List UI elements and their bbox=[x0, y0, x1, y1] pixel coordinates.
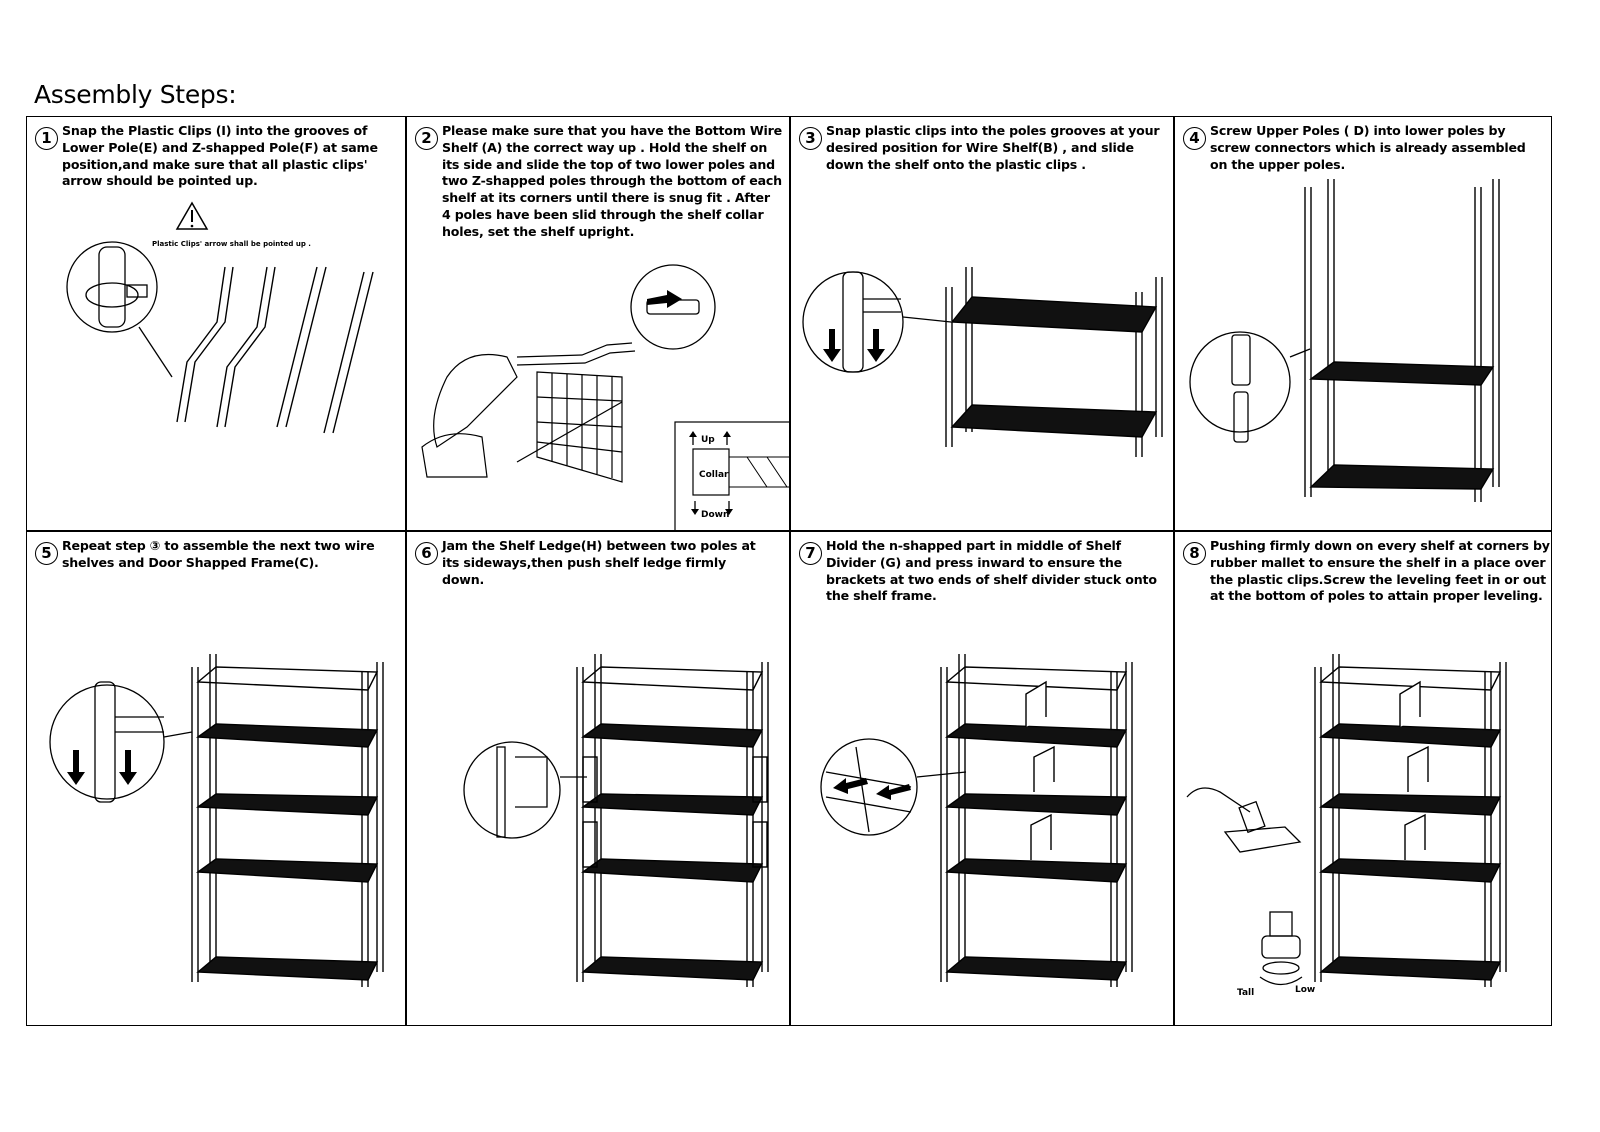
step-5-illustration bbox=[49, 654, 384, 987]
arrow-down-icon bbox=[67, 750, 137, 785]
collar-label: Collar bbox=[699, 470, 729, 480]
arrow-down-icon bbox=[823, 329, 885, 362]
step-8-panel: 8 Pushing firmly down on every shelf at … bbox=[1174, 531, 1552, 1026]
arrow-right-icon bbox=[647, 290, 682, 308]
two-shelf-unit bbox=[945, 267, 1163, 457]
step-7-text: Hold the n-shapped part in middle of She… bbox=[826, 538, 1157, 604]
low-label: Low bbox=[1295, 985, 1315, 995]
step-8-number: 8 bbox=[1183, 542, 1206, 565]
step-2-panel: 2 Please make sure that you have the Bot… bbox=[406, 116, 790, 531]
step-1-number: 1 bbox=[35, 127, 58, 150]
step-4-number: 4 bbox=[1183, 127, 1206, 150]
five-shelf-unit bbox=[191, 654, 384, 987]
step-7-panel: 7 Hold the n-shapped part in middle of S… bbox=[790, 531, 1174, 1026]
warning-triangle-icon bbox=[175, 201, 209, 230]
step-2-illustration: Up Collar Down bbox=[421, 264, 789, 530]
collar-magnifier bbox=[630, 264, 716, 350]
step-1-text: Snap the Plastic Clips (I) into the groo… bbox=[62, 123, 378, 189]
step-7-number: 7 bbox=[799, 542, 822, 565]
step-5-number: 5 bbox=[35, 542, 58, 565]
down-label: Down bbox=[701, 510, 729, 520]
unit-with-ledges bbox=[576, 654, 769, 987]
step-8-text: Pushing firmly down on every shelf at co… bbox=[1210, 538, 1550, 604]
step-3-illustration bbox=[802, 267, 1163, 457]
arrow-left-icon bbox=[833, 778, 911, 800]
clip-warning-label: Plastic Clips' arrow shall be pointed up… bbox=[152, 240, 311, 248]
step-2-number: 2 bbox=[415, 127, 438, 150]
mallet-detail bbox=[1186, 787, 1302, 853]
step-5-panel: 5 Repeat step ③ to assemble the next two… bbox=[26, 531, 406, 1026]
finished-unit bbox=[1314, 654, 1507, 987]
clip-magnifier bbox=[49, 681, 193, 803]
up-down-inset bbox=[674, 421, 789, 530]
step-3-number: 3 bbox=[799, 127, 822, 150]
shelf-on-side bbox=[421, 342, 636, 483]
poles bbox=[176, 266, 374, 434]
step-6-text: Jam the Shelf Ledge(H) between two poles… bbox=[442, 538, 756, 587]
step-3-text: Snap plastic clips into the poles groove… bbox=[826, 123, 1160, 172]
leveling-foot-detail bbox=[1259, 911, 1303, 986]
step-6-number: 6 bbox=[415, 542, 438, 565]
screw-magnifier bbox=[1189, 331, 1311, 443]
up-label: Up bbox=[701, 435, 715, 445]
step-4-panel: 4 Screw Upper Poles ( D) into lower pole… bbox=[1174, 116, 1552, 531]
step-1-panel: 1 Snap the Plastic Clips (I) into the gr… bbox=[26, 116, 406, 531]
step-3-panel: 3 Snap plastic clips into the poles groo… bbox=[790, 116, 1174, 531]
step-5-text: Repeat step ③ to assemble the next two w… bbox=[62, 538, 375, 570]
step-7-illustration bbox=[820, 654, 1133, 987]
page-title: Assembly Steps: bbox=[34, 80, 237, 109]
clip-magnifier bbox=[802, 271, 952, 373]
ledge-magnifier bbox=[463, 741, 587, 839]
step-2-text: Please make sure that you have the Botto… bbox=[442, 123, 783, 239]
tall-unit bbox=[1304, 179, 1500, 502]
step-6-illustration bbox=[463, 654, 769, 987]
tall-label: Tall bbox=[1237, 988, 1254, 998]
step-6-panel: 6 Jam the Shelf Ledge(H) between two pol… bbox=[406, 531, 790, 1026]
clip-detail-magnifier bbox=[66, 241, 173, 378]
step-1-illustration: Plastic Clips' arrow shall be pointed up… bbox=[66, 201, 374, 434]
steps-grid: 1 Snap the Plastic Clips (I) into the gr… bbox=[26, 116, 1552, 1050]
step-4-illustration bbox=[1189, 179, 1500, 502]
step-8-illustration: Tall Low bbox=[1186, 654, 1507, 998]
unit-with-dividers bbox=[940, 654, 1133, 987]
step-4-text: Screw Upper Poles ( D) into lower poles … bbox=[1210, 123, 1526, 172]
